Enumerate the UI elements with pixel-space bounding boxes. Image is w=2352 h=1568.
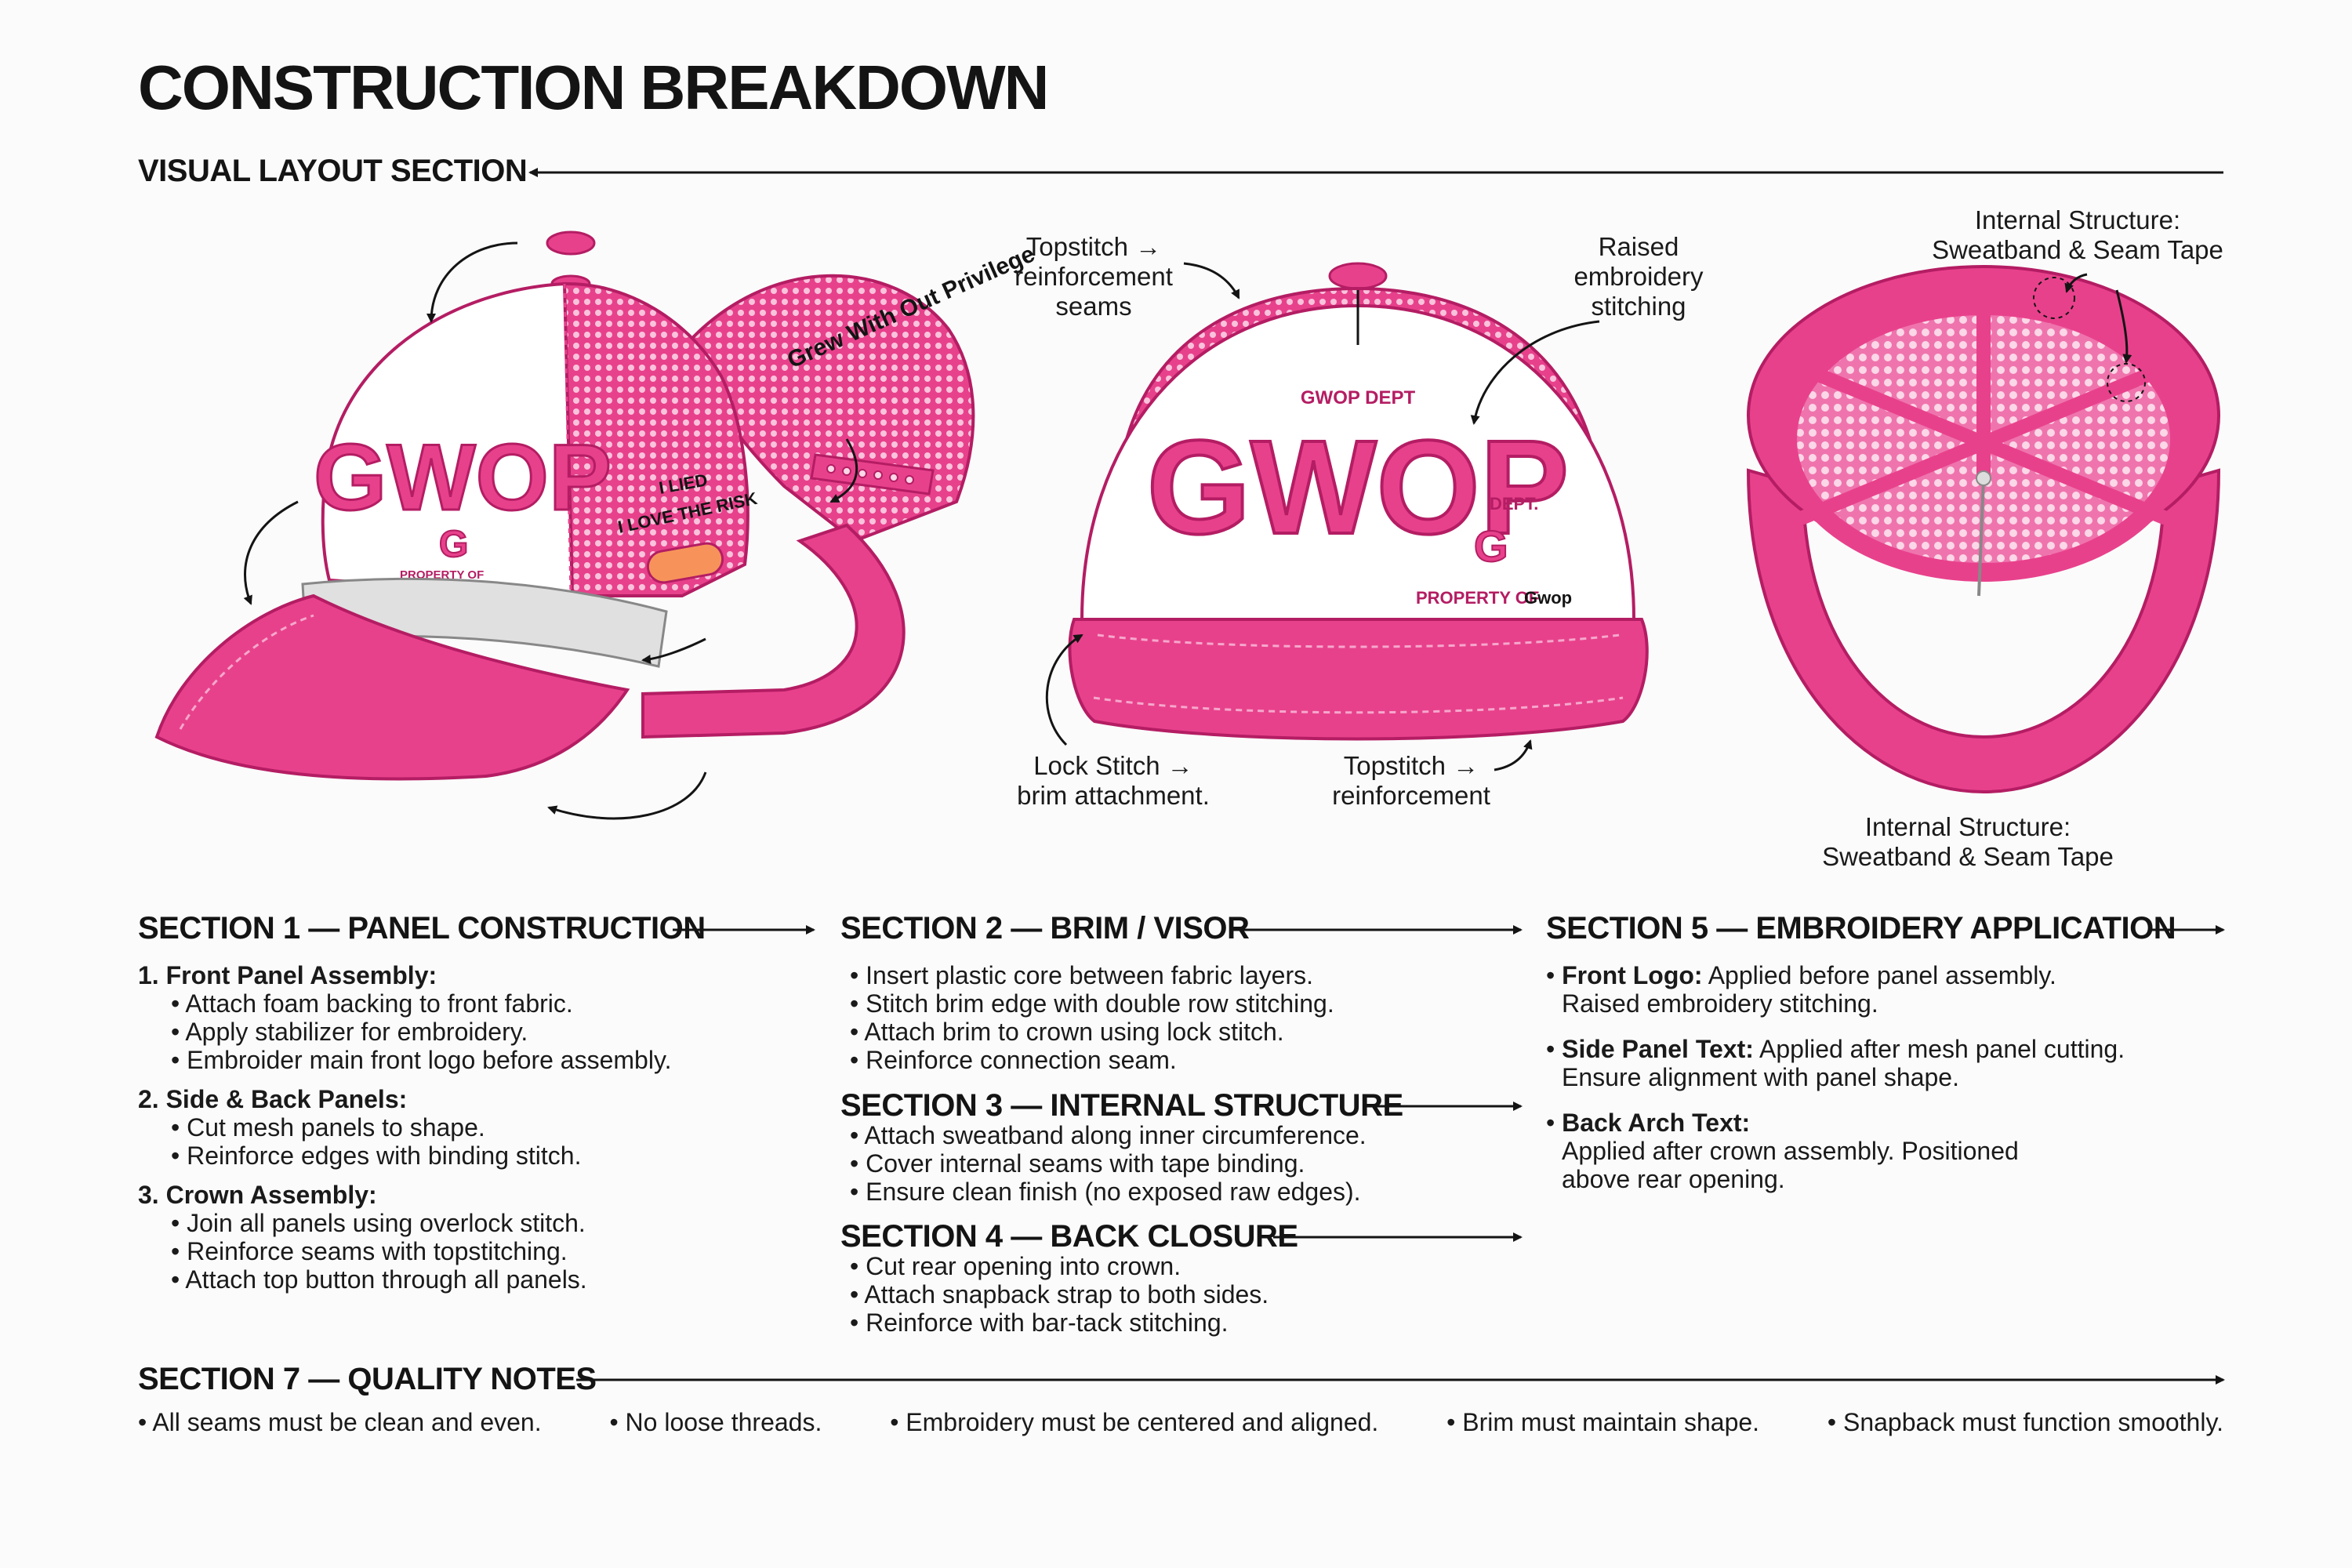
- section-arrows: [576, 925, 2225, 1385]
- top-button-exploded: [546, 230, 596, 256]
- center-button: [1976, 470, 1991, 486]
- underside-brim: [1746, 468, 2221, 794]
- front-panel: [321, 281, 575, 598]
- list-item: Cover internal seams with tape binding.: [840, 1149, 1483, 1178]
- section-5-body: Front Logo: Applied before panel assembl…: [1546, 961, 2220, 1210]
- front-property-of: PROPERTY OF: [1416, 588, 1539, 608]
- side-mesh-panel: [563, 281, 750, 597]
- section-1-group-heading: 3. Crown Assembly:: [138, 1181, 377, 1209]
- list-item: Ensure clean finish (no exposed raw edge…: [840, 1178, 1483, 1206]
- dept-arc-text: GWOP DEPT: [1301, 387, 1416, 408]
- list-item: Reinforce edges with binding stitch.: [138, 1142, 765, 1170]
- section-2-body: Insert plastic core between fabric layer…: [840, 961, 1483, 1074]
- list-item: Brim must maintain shape.: [1446, 1408, 1759, 1437]
- top-button-front: [1328, 262, 1388, 290]
- section-4-body: Cut rear opening into crown. Attach snap…: [840, 1252, 1483, 1337]
- callout-internal-bottom: Internal Structure:Sweatband & Seam Tape: [1822, 812, 2114, 871]
- front-view-brim: [1068, 618, 1649, 741]
- section-5-title: SECTION 5 — EMBROIDERY APPLICATION: [1546, 911, 2176, 946]
- list-item: Join all panels using overlock stitch.: [138, 1209, 765, 1237]
- callout-lock-stitch: Lock Stitch →brim attachment.: [1017, 751, 1210, 810]
- list-item: Apply stabilizer for embroidery.: [138, 1018, 765, 1046]
- snapback-strap: [810, 453, 935, 495]
- underside-hat-view: [1746, 265, 2221, 794]
- list-item: Reinforce connection seam.: [840, 1046, 1483, 1074]
- section-1-body: 1. Front Panel Assembly: Attach foam bac…: [138, 961, 765, 1294]
- list-item: Reinforce with bar-tack stitching.: [840, 1308, 1483, 1337]
- brim-exploded: [154, 593, 630, 781]
- front-logo: GWOP: [314, 425, 612, 530]
- embroidery-item-back-arch: Back Arch Text: Applied after crown asse…: [1546, 1109, 2220, 1193]
- list-item: Attach foam backing to front fabric.: [138, 989, 765, 1018]
- list-item: Attach sweatband along inner circumferen…: [840, 1121, 1483, 1149]
- front-view-arrows: [1045, 262, 1600, 771]
- snapback-holes: [826, 464, 914, 485]
- section-7-title: SECTION 7 — QUALITY NOTES: [138, 1362, 597, 1396]
- front-small-g: G: [1474, 521, 1508, 571]
- list-item: Cut mesh panels to shape.: [138, 1113, 765, 1142]
- list-item: All seams must be clean and even.: [138, 1408, 541, 1437]
- embroidery-item-front-logo: Front Logo: Applied before panel assembl…: [1546, 961, 2220, 1018]
- list-item: Attach brim to crown using lock stitch.: [840, 1018, 1483, 1046]
- section-1-title: SECTION 1 — PANEL CONSTRUCTION: [138, 911, 706, 946]
- pill-patch: [646, 542, 724, 584]
- exploded-arrows: [243, 241, 858, 820]
- list-item: Insert plastic core between fabric layer…: [840, 961, 1483, 989]
- list-item: Cut rear opening into crown.: [840, 1252, 1483, 1280]
- section-4-title: SECTION 4 — BACK CLOSURE: [840, 1219, 1298, 1254]
- underside-arrows: [2064, 273, 2132, 364]
- center-seam: [1977, 477, 1985, 597]
- list-item: No loose threads.: [609, 1408, 822, 1437]
- quality-notes-row: All seams must be clean and even. No loo…: [138, 1408, 2223, 1437]
- front-dept-side: DEPT.: [1490, 494, 1538, 514]
- section-2-title: SECTION 2 — BRIM / VISOR: [840, 911, 1250, 946]
- section-1-group-heading: 1. Front Panel Assembly:: [138, 961, 437, 989]
- exploded-hat-view: Grew With Out Privilege GWOP G PROPERTY …: [154, 230, 1039, 820]
- snapback-strap-loop: [641, 523, 906, 739]
- seam-tapes: [1796, 307, 2171, 524]
- list-item: Snapback must function smoothly.: [1828, 1408, 2223, 1437]
- list-item: Reinforce seams with topstitching.: [138, 1237, 765, 1265]
- embroidery-item-side-panel: Side Panel Text: Applied after mesh pane…: [1546, 1035, 2220, 1091]
- visual-layout-label: VISUAL LAYOUT SECTION: [138, 154, 528, 188]
- underside-sweatband: [1778, 296, 2189, 582]
- list-item: Attach top button through all panels.: [138, 1265, 765, 1294]
- front-view-logo: GWOP: [1147, 413, 1569, 562]
- small-g-logo: G: [439, 524, 468, 565]
- front-brand-mark: Gwop: [1524, 588, 1572, 608]
- list-item: Stitch brim edge with double row stitchi…: [840, 989, 1483, 1018]
- callout-internal-top: Internal Structure:Sweatband & Seam Tape: [1932, 205, 2223, 264]
- page-title: CONSTRUCTION BREAKDOWN: [138, 53, 1049, 122]
- list-item: Embroidery must be centered and aligned.: [890, 1408, 1378, 1437]
- front-hat-view: GWOP DEPT GWOP G DEPT. PROPERTY OF Gwop: [1045, 262, 1649, 771]
- section-1-group-heading: 2. Side & Back Panels:: [138, 1085, 408, 1113]
- callout-topstitch-reinforcement: Topstitch →reinforcement: [1332, 751, 1490, 810]
- list-item: Attach snapback strap to both sides.: [840, 1280, 1483, 1308]
- list-item: Embroider main front logo before assembl…: [138, 1046, 765, 1074]
- section-3-title: SECTION 3 — INTERNAL STRUCTURE: [840, 1088, 1403, 1123]
- section-3-body: Attach sweatband along inner circumferen…: [840, 1121, 1483, 1206]
